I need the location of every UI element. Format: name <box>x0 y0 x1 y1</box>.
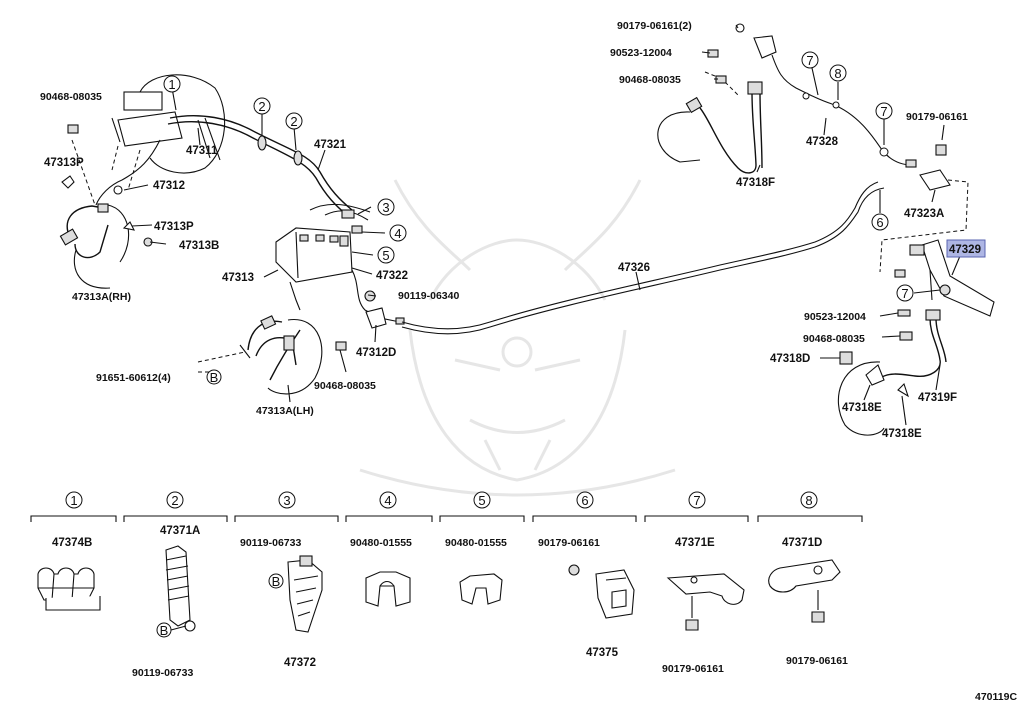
watermark <box>359 179 676 497</box>
legend-num-3: 3 <box>283 493 290 508</box>
legend-7-part-0: 47371E <box>675 537 715 549</box>
legend-5-part-0: 90480-01555 <box>445 537 507 549</box>
label-47323A: 47323A <box>904 208 944 220</box>
label-47328: 47328 <box>806 136 839 148</box>
legend-8-part-0: 47371D <box>782 537 822 549</box>
label-90179-06161-right: 90179-06161 <box>906 111 968 123</box>
label-90468-08035-right: 90468-08035 <box>803 333 865 345</box>
callouts: 1 2 2 3 4 5 7 8 7 6 7 B <box>163 51 914 385</box>
label-90179-06161-2: 90179-06161(2) <box>617 20 692 32</box>
callout-3: 3 <box>382 200 389 215</box>
legend-3-part-0: 90119-06733 <box>240 537 301 549</box>
legend-b-3: B <box>272 574 281 589</box>
legend-2-part-1: 90119-06733 <box>132 667 193 679</box>
label-47318E-b: 47318E <box>882 428 922 440</box>
legend-num-7: 7 <box>693 493 700 508</box>
legend-num-4: 4 <box>384 493 391 508</box>
label-90468-08035-top: 90468-08035 <box>619 74 681 86</box>
legend-num-2: 2 <box>171 493 178 508</box>
highlight-47329 <box>946 239 986 258</box>
callout-7b: 7 <box>880 104 887 119</box>
legend-num-5: 5 <box>478 493 485 508</box>
legend-num-6: 6 <box>581 493 588 508</box>
callout-8: 8 <box>834 66 841 81</box>
label-47313A-LH: 47313A(LH) <box>256 405 314 417</box>
part-labels: 90468-08035 47313P 47312 47313P 47313B 4… <box>40 20 981 440</box>
callout-b-main: B <box>210 370 219 385</box>
label-91651-60612: 91651-60612(4) <box>96 372 171 384</box>
label-47318E-a: 47318E <box>842 402 882 414</box>
label-90523-12004-top: 90523-12004 <box>610 47 672 59</box>
label-47322: 47322 <box>376 270 408 282</box>
rear-lower-hose <box>837 309 947 436</box>
callout-2b: 2 <box>290 114 297 129</box>
label-47312: 47312 <box>153 180 185 192</box>
label-47313B: 47313B <box>179 240 219 252</box>
label-47311: 47311 <box>186 145 218 157</box>
callout-7c: 7 <box>901 286 908 301</box>
label-47313: 47313 <box>222 272 254 284</box>
rear-brake-tube <box>401 181 885 335</box>
callout-7a: 7 <box>806 53 813 68</box>
diagram-id: 470119C <box>975 691 1017 703</box>
label-47313P-a: 47313P <box>44 157 84 169</box>
legend-2-part-0: 47371A <box>160 525 200 537</box>
label-47326: 47326 <box>618 262 650 274</box>
label-90468-08035-tl: 90468-08035 <box>40 91 102 103</box>
legend-4-part-0: 90480-01555 <box>350 537 412 549</box>
legend-6-part-0: 90179-06161 <box>538 537 600 549</box>
callout-6: 6 <box>876 215 883 230</box>
legend-numbers: 1 2 3 4 5 6 7 8 <box>65 491 818 509</box>
valve-bracket <box>275 203 405 329</box>
callout-4: 4 <box>394 226 401 241</box>
legend-8-part-1: 90179-06161 <box>786 655 848 667</box>
legend-brackets <box>30 515 863 522</box>
legend-num-1: 1 <box>70 493 77 508</box>
label-47329: 47329 <box>949 244 981 256</box>
callout-5: 5 <box>382 248 389 263</box>
legend-3-part-1: 47372 <box>284 657 316 669</box>
legend-b-2: B <box>160 623 169 638</box>
callout-1: 1 <box>168 77 175 92</box>
legend-1-part-0: 47374B <box>52 537 92 549</box>
label-90523-12004-right: 90523-12004 <box>804 311 866 323</box>
callout-2a: 2 <box>258 99 265 114</box>
legend-7-part-1: 90179-06161 <box>662 663 724 675</box>
label-47313P-b: 47313P <box>154 221 194 233</box>
label-47318F: 47318F <box>736 177 775 189</box>
leader-lines <box>123 24 961 426</box>
label-47321: 47321 <box>314 139 347 151</box>
legend-part-drawings: B B <box>37 545 841 638</box>
label-47312D: 47312D <box>356 347 396 359</box>
legend-num-8: 8 <box>805 493 812 508</box>
label-47313A-RH: 47313A(RH) <box>72 291 131 303</box>
label-47318D: 47318D <box>770 353 810 365</box>
rear-upper-hose <box>657 23 917 174</box>
front-hoses <box>59 124 347 395</box>
rear-bracket <box>879 144 995 317</box>
legend-labels: 47374B 47371A 90119-06733 90119-06733 47… <box>52 525 848 679</box>
label-90119-06340: 90119-06340 <box>398 290 459 302</box>
label-90468-08035-mid: 90468-08035 <box>314 380 376 392</box>
label-47319F: 47319F <box>918 392 957 404</box>
master-cylinder-area <box>95 74 353 217</box>
legend-6-part-1: 47375 <box>586 647 619 659</box>
